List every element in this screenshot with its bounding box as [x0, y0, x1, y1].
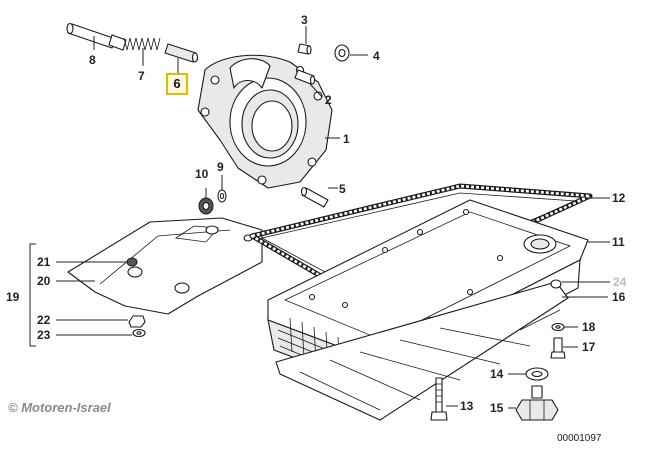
callout-6-highlight[interactable]: 6	[166, 73, 188, 95]
part-4-washer[interactable]	[334, 44, 350, 62]
part-8-piston[interactable]	[66, 22, 127, 51]
callout-16[interactable]: 16	[612, 290, 626, 304]
callout-15[interactable]: 15	[490, 401, 504, 415]
part-14-seal-ring[interactable]	[525, 367, 549, 381]
part-2-pin[interactable]	[294, 69, 316, 85]
watermark: © Motoren-Israel	[8, 400, 111, 415]
part-24-plug[interactable]	[550, 279, 562, 289]
part-1-pump-housing[interactable]	[197, 54, 333, 189]
part-15-drain-plug[interactable]	[515, 385, 559, 421]
callout-3[interactable]: 3	[301, 13, 308, 27]
part-3-dowel[interactable]	[297, 43, 312, 55]
callout-21[interactable]: 21	[37, 255, 51, 269]
part-22-nut[interactable]	[128, 315, 146, 328]
callout-20[interactable]: 20	[37, 274, 51, 288]
callout-4[interactable]: 4	[373, 49, 380, 63]
part-9-washer[interactable]	[217, 189, 227, 203]
bracket-19	[29, 243, 36, 347]
callout-6[interactable]: 6	[173, 76, 181, 91]
leader-lines	[29, 26, 610, 409]
part-16-sump-plate[interactable]	[275, 281, 569, 421]
callout-10[interactable]: 10	[195, 167, 209, 181]
callout-18[interactable]: 18	[582, 320, 596, 334]
part-23-washer[interactable]	[132, 328, 146, 338]
leader-2	[309, 83, 323, 98]
callout-13[interactable]: 13	[460, 399, 474, 413]
callout-labels: 3 4 8 7 2 1 9 10 5 12 11 21 24 20 19 16 …	[6, 13, 627, 415]
part-18-washer[interactable]	[551, 322, 565, 332]
callout-1[interactable]: 1	[343, 132, 350, 146]
callout-12[interactable]: 12	[612, 191, 626, 205]
callout-17[interactable]: 17	[582, 340, 596, 354]
callout-8[interactable]: 8	[89, 53, 96, 67]
part-7-spring[interactable]	[123, 37, 161, 51]
callout-2[interactable]: 2	[325, 93, 332, 107]
part-17-bolt[interactable]	[550, 337, 566, 359]
part-10-rubber-mount[interactable]	[198, 197, 214, 215]
callout-9[interactable]: 9	[217, 160, 224, 174]
part-13-bolt[interactable]	[430, 377, 448, 421]
diagram-code: 00001097	[557, 433, 602, 444]
part-20-deflector-plate[interactable]	[67, 217, 263, 315]
part-5-pipe[interactable]	[300, 186, 329, 208]
callout-19[interactable]: 19	[6, 290, 20, 304]
callout-23[interactable]: 23	[37, 328, 51, 342]
callout-24[interactable]: 24	[613, 275, 627, 289]
callout-7[interactable]: 7	[138, 69, 145, 83]
part-21-grommet[interactable]	[126, 257, 138, 267]
callout-11[interactable]: 11	[612, 235, 625, 249]
callout-5[interactable]: 5	[339, 182, 346, 196]
callout-22[interactable]: 22	[37, 313, 51, 327]
part-6-sleeve[interactable]	[164, 43, 199, 63]
callout-14[interactable]: 14	[490, 367, 504, 381]
